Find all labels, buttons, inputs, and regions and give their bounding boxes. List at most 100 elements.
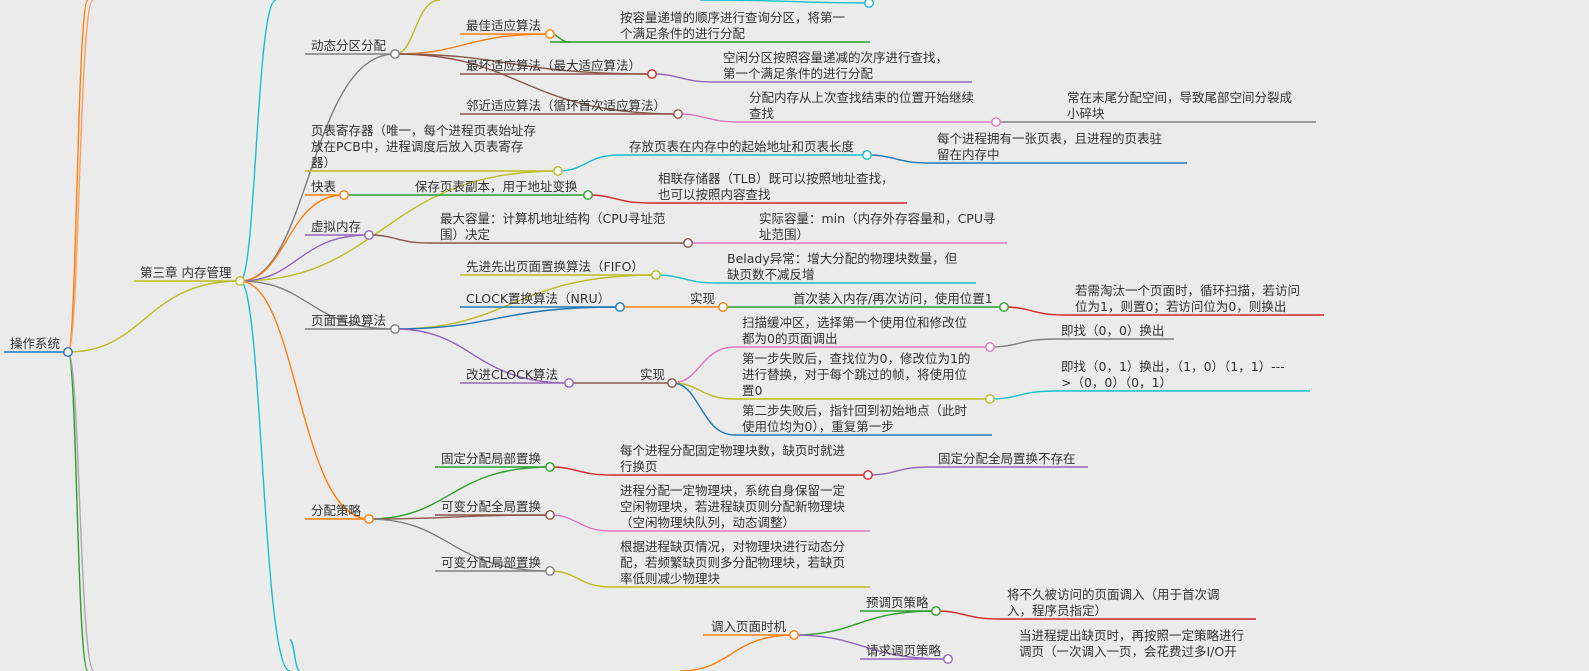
worst-fit-description-line: 空闲分区按照容量递减的次序进行查找， (723, 50, 948, 65)
connector-curve (549, 466, 613, 476)
best-fit-node[interactable]: 最佳适应算法 (466, 18, 541, 33)
page-table-register-node[interactable]: 页表寄存器（唯一，每个进程页表始址存放在PCB中，进程调度后放入页表寄存器） (311, 123, 536, 170)
virtual-memory-max-capacity-collapse-toggle[interactable] (683, 238, 693, 248)
clock-node-collapse-toggle[interactable] (615, 302, 625, 312)
sibling-branch-edge (239, 0, 277, 282)
improved-clock-step-2-note: 即找（0，1）换出，（1，0）（1，1）--->（0，0）（0，1） (1061, 359, 1285, 390)
next-fit-node[interactable]: 邻近适应算法（循环首次适应算法） (466, 98, 666, 113)
sibling-branch-edge (67, 0, 94, 353)
tlb-description-line: 保存页表副本，用于地址变换 (415, 179, 578, 194)
allocation-strategy-node[interactable]: 分配策略 (311, 503, 362, 518)
improved-clock-step-3: 第二步失败后，指针回到初始地点（此时使用位均为0），重复第一步 (742, 403, 968, 434)
chapter-node[interactable]: 第三章 内存管理 (140, 265, 232, 280)
virtual-memory-actual-capacity: 实际容量：min（内存外存容量和，CPU寻址范围） (759, 211, 996, 242)
improved-clock-step-2-line: 第一步失败后，查找位为0，修改位为1的 (742, 351, 970, 366)
next-fit-description-collapse-toggle[interactable] (991, 117, 1001, 127)
page-replacement-node-collapse-toggle[interactable] (390, 324, 400, 334)
clock-implementation-node-line: 实现 (690, 291, 715, 306)
improved-clock-node-collapse-toggle[interactable] (564, 378, 574, 388)
prepaging-node-line: 预调页策略 (866, 595, 929, 610)
demand-paging-description: 当进程提出缺页时，再按照一定策略进行调页（一次调入一页，会花费过多I/O开 (1019, 628, 1244, 659)
virtual-memory-max-capacity-line: 围）决定 (440, 227, 490, 242)
tlb-description-collapse-toggle[interactable] (583, 190, 593, 200)
fifo-node-collapse-toggle[interactable] (651, 270, 661, 280)
connector-curve (867, 466, 931, 476)
page-table-register-description: 存放页表在内存中的起始地址和页表长度 (629, 139, 855, 154)
variable-local-node-collapse-toggle[interactable] (545, 566, 555, 576)
fixed-local-node-collapse-toggle[interactable] (545, 462, 555, 472)
tlb-node[interactable]: 快表 (311, 179, 337, 194)
connector-curve (394, 53, 679, 115)
tlb-note-line: 也可以按照内容查找 (658, 187, 771, 202)
dynamic-partition-node-collapse-toggle[interactable] (390, 49, 400, 59)
root-node-collapse-toggle[interactable] (63, 347, 73, 357)
connector-curve (394, 0, 441, 55)
connector-curve (866, 154, 931, 164)
fixed-local-description-collapse-toggle[interactable] (863, 470, 873, 480)
improved-clock-step-1-collapse-toggle[interactable] (985, 342, 995, 352)
clock-implementation-node[interactable]: 实现 (690, 291, 715, 306)
improved-clock-implementation-node[interactable]: 实现 (640, 367, 665, 382)
worst-fit-node-collapse-toggle[interactable] (647, 69, 657, 79)
improved-clock-step-2-collapse-toggle[interactable] (985, 394, 995, 404)
dynamic-partition-node[interactable]: 动态分区分配 (311, 38, 387, 53)
page-table-register-node-collapse-toggle[interactable] (553, 166, 563, 176)
improved-clock-implementation-node-collapse-toggle[interactable] (667, 378, 677, 388)
fixed-local-node[interactable]: 固定分配局部置换 (441, 451, 542, 466)
connector-curve (793, 610, 937, 636)
variable-local-node[interactable]: 可变分配局部置换 (441, 555, 542, 570)
tlb-description: 保存页表副本，用于地址变换 (415, 179, 578, 194)
root-node[interactable]: 操作系统 (10, 336, 60, 351)
allocation-strategy-node-line: 分配策略 (311, 503, 362, 518)
connector-curve (239, 53, 396, 282)
variable-local-description-line: 配，若频繁缺页则多分配物理块，若缺页 (620, 555, 845, 570)
variable-global-node[interactable]: 可变分配全局置换 (441, 499, 542, 514)
allocation-strategy-node-collapse-toggle[interactable] (364, 514, 374, 524)
fifo-node[interactable]: 先进先出页面置换算法（FIFO） (466, 259, 644, 274)
variable-global-description-line: （空闲物理块队列，动态调整） (620, 515, 795, 530)
prepaging-node-collapse-toggle[interactable] (931, 606, 941, 616)
page-table-register-node-line: 放在PCB中，进程调度后放入页表寄存 (311, 139, 523, 154)
improved-clock-node[interactable]: 改进CLOCK算法 (466, 367, 558, 382)
connector-curve (587, 194, 651, 204)
load-timing-node-collapse-toggle[interactable] (789, 630, 799, 640)
demand-paging-node-collapse-toggle[interactable] (943, 654, 953, 664)
next-fit-node-collapse-toggle[interactable] (673, 109, 683, 119)
connector-curve (677, 113, 741, 123)
connector-curve (549, 514, 613, 532)
page-table-register-description-collapse-toggle[interactable] (862, 150, 872, 160)
demand-paging-node-line: 请求调页策略 (866, 643, 942, 658)
best-fit-description-line: 个满足条件的进行分配 (620, 26, 746, 41)
next-fit-description: 分配内存从上次查找结束的位置开始继续查找 (749, 90, 974, 121)
connector-curve (239, 194, 345, 282)
best-fit-description-line: 按容量递增的顺序进行查询分区，将第一 (620, 10, 845, 25)
prepaging-node[interactable]: 预调页策略 (866, 595, 929, 610)
variable-global-description: 进程分配一定物理块，系统自身保留一定空闲物理块，若进程缺页则分配新物理块（空闲物… (620, 483, 846, 530)
connector-curve (239, 234, 370, 282)
fixed-local-node-line: 固定分配局部置换 (441, 451, 542, 466)
chapter-node-collapse-toggle[interactable] (235, 276, 245, 286)
improved-clock-step-2-note-line: 即找（0，1）换出，（1，0）（1，1）--- (1061, 359, 1285, 374)
variable-global-description-line: 进程分配一定物理块，系统自身保留一定 (620, 483, 845, 498)
worst-fit-node[interactable]: 最坏适应算法（最大适应算法） (466, 58, 641, 73)
fifo-belady-note: Belady异常：增大分配的物理块数量，但缺页数不减反增 (727, 251, 958, 282)
clock-implementation-node-collapse-toggle[interactable] (718, 302, 728, 312)
clock-implementation-description-collapse-toggle[interactable] (999, 302, 1009, 312)
virtual-memory-node[interactable]: 虚拟内存 (311, 219, 361, 234)
worst-fit-description: 空闲分区按照容量递减的次序进行查找，第一个满足条件的进行分配 (723, 50, 948, 81)
clock-node[interactable]: CLOCK置换算法（NRU） (466, 291, 610, 306)
tlb-node-collapse-toggle[interactable] (339, 190, 349, 200)
variable-global-node-collapse-toggle[interactable] (545, 510, 555, 520)
best-fit-node-collapse-toggle[interactable] (545, 29, 555, 39)
clock-implementation-note-line: 若需淘汰一个页面时，循环扫描，若访问 (1075, 283, 1300, 298)
load-timing-node[interactable]: 调入页面时机 (711, 619, 787, 634)
demand-paging-node[interactable]: 请求调页策略 (866, 643, 942, 658)
virtual-memory-node-collapse-toggle[interactable] (364, 230, 374, 240)
virtual-memory-actual-capacity-line: 实际容量：min（内存外存容量和，CPU寻 (759, 211, 996, 226)
connector-curve (394, 274, 657, 330)
demand-paging-description-line: 当进程提出缺页时，再按照一定策略进行 (1019, 628, 1244, 643)
page-replacement-node[interactable]: 页面置换算法 (311, 313, 386, 328)
top-clipped-node-collapse-toggle[interactable] (864, 0, 874, 8)
fixed-local-note: 固定分配全局置换不存在 (938, 451, 1076, 466)
improved-clock-step-3-line: 第二步失败后，指针回到初始地点（此时 (742, 403, 968, 418)
